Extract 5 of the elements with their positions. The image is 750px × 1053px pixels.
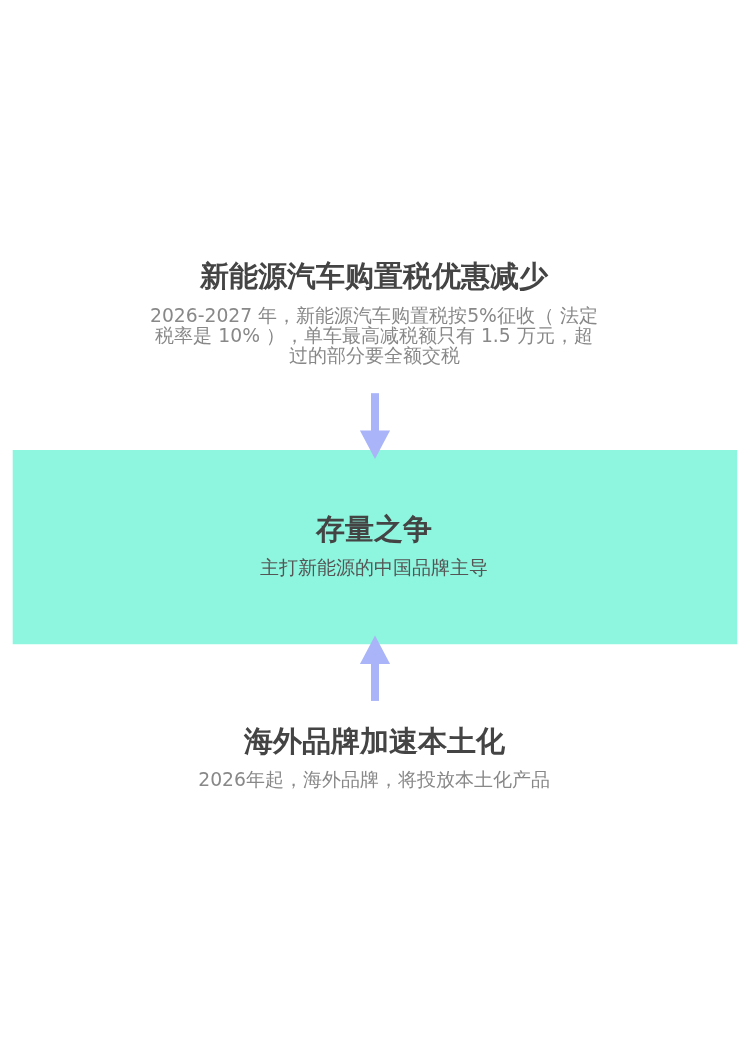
arrow — [359, 392, 391, 459]
node-text: 海外品牌加速本土化 2026年起，海外品牌，将投放本土化产品 — [198, 723, 550, 790]
node-box: 存量之争 主打新能源的中国品牌主导 — [12, 449, 738, 644]
node-text: 新能源汽车购置税优惠减少 2026-2027 年，新能源汽车购置税按5%征收（ 法定税率是 10% ），单车最高减税额只有 1.5 万元，超过的部分要全额交税 — [149, 258, 598, 366]
arrow — [359, 634, 391, 701]
